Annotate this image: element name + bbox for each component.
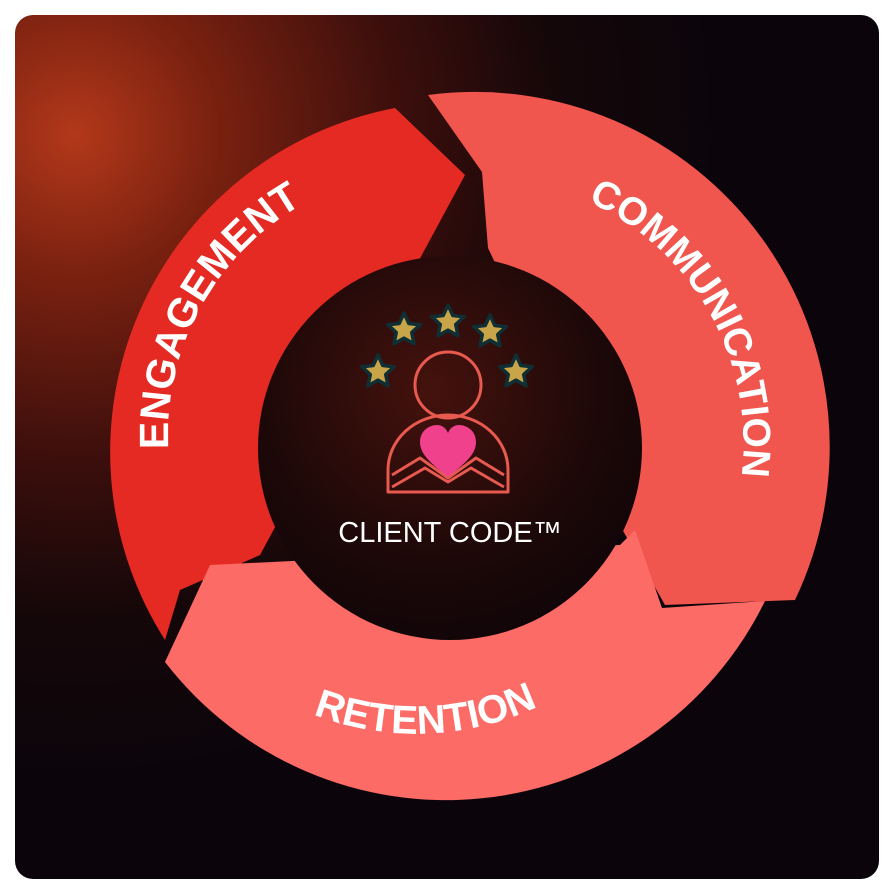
person-icon [386,350,510,494]
heart-icon [420,425,476,477]
cycle-diagram: ENGAGEMENT COMMUNICATION RETENTION [110,91,830,801]
communication-segment [428,91,830,606]
diagram-card: ENGAGEMENT COMMUNICATION RETENTION [15,15,879,879]
retention-segment [165,530,765,801]
client-love-icon [360,303,534,494]
center-title: CLIENT CODE™ [338,517,561,549]
